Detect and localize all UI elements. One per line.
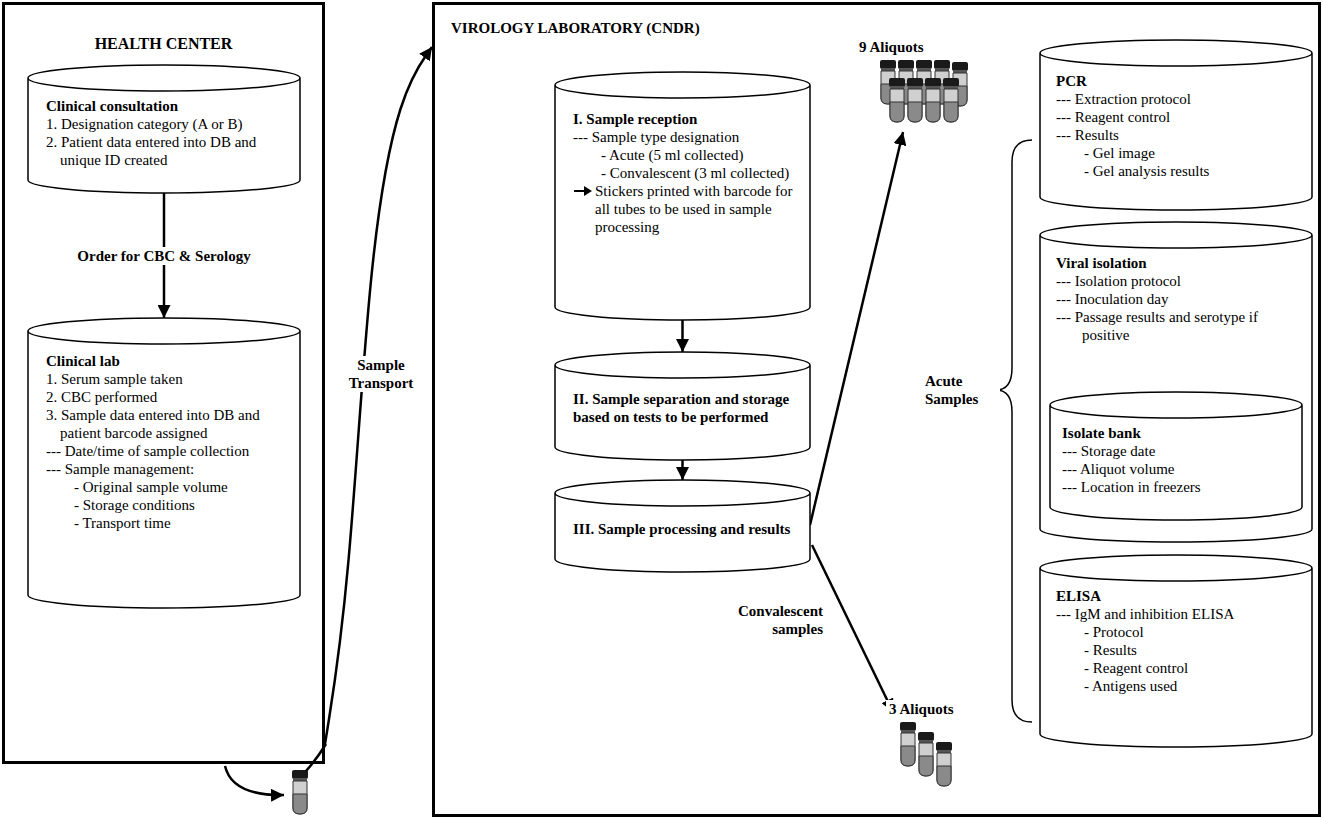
process-cylinder: II. Sample separation and storage based … (555, 352, 810, 460)
node-text: --- Date/time of sample collection (46, 442, 286, 460)
process-cylinder: ELISA--- IgM and inhibition ELISA- Proto… (1040, 555, 1312, 747)
node-text: 2. CBC performed (46, 388, 286, 406)
node-text: 2. Patient data entered into DB and uniq… (46, 133, 286, 169)
process-cylinder: Isolate bank--- Storage date--- Aliquot … (1050, 392, 1302, 520)
node-heading: Clinical lab (46, 352, 286, 370)
node-heading: III. Sample processing and results (573, 520, 796, 538)
annotation-label: Convalescent samples (716, 602, 826, 638)
aliquot-tubes (900, 722, 952, 786)
node-text: --- Results (1056, 126, 1300, 144)
node-text: Stickers printed with barcode for all tu… (573, 182, 796, 236)
node-heading: I. Sample reception (573, 110, 796, 128)
node-heading: II. Sample separation and storage based … (573, 390, 796, 426)
node-text: --- Location in freezers (1062, 478, 1292, 496)
node-text: 3. Sample data entered into DB and patie… (46, 406, 286, 442)
node-text: - Acute (5 ml collected) (573, 146, 796, 164)
panel-box: VIROLOGY LABORATORY (CNDR) I. Sample rece… (432, 2, 1321, 817)
edge-label: Sample Transport (336, 356, 426, 392)
node-text: --- IgM and inhibition ELISA (1056, 605, 1300, 623)
node-text: --- Aliquot volume (1062, 460, 1292, 478)
to-tube-arrow (225, 766, 284, 795)
annotation-label: 3 Aliquots (886, 700, 957, 718)
panel-box: HEALTH CENTER Clinical consultation1. Des… (2, 2, 325, 764)
node-text: --- Sample type designation (573, 128, 796, 146)
node-heading: PCR (1056, 72, 1300, 90)
node-text: --- Reagent control (1056, 108, 1300, 126)
node-text: --- Inoculation day (1056, 290, 1300, 308)
cylinder-outline (1040, 555, 1312, 747)
acute-arrow (810, 132, 903, 525)
node-text: --- Storage date (1062, 442, 1292, 460)
edge-label: Order for CBC & Serology (74, 247, 253, 265)
node-text: - Gel image (1056, 144, 1300, 162)
process-cylinder: PCR--- Extraction protocol--- Reagent co… (1040, 40, 1312, 210)
process-cylinder: Clinical lab1. Serum sample taken2. CBC … (28, 318, 300, 608)
node-text: - Results (1056, 641, 1300, 659)
node-text: - Convalescent (3 ml collected) (573, 164, 796, 182)
node-heading: Isolate bank (1062, 424, 1292, 442)
node-heading: ELISA (1056, 587, 1300, 605)
sample-tube (292, 770, 308, 814)
curly-brace (996, 140, 1032, 722)
node-text: 1. Designation category (A or B) (46, 115, 286, 133)
node-text: - Storage conditions (46, 496, 286, 514)
annotation-label: 9 Aliquots (856, 38, 927, 56)
process-cylinder: I. Sample reception--- Sample type desig… (555, 72, 810, 320)
process-cylinder: III. Sample processing and results (555, 480, 810, 572)
node-text: --- Passage results and serotype if posi… (1056, 308, 1300, 344)
flow-arrow (681, 460, 684, 480)
node-heading: HEALTH CENTER (15, 35, 312, 53)
node-text: --- Isolation protocol (1056, 272, 1300, 290)
node-heading: VIROLOGY LABORATORY (CNDR) (451, 19, 1308, 37)
node-text: 1. Serum sample taken (46, 370, 286, 388)
process-cylinder: Viral isolation--- Isolation protocol---… (1040, 222, 1312, 542)
node-text: - Transport time (46, 514, 286, 532)
aliquot-tubes (880, 60, 968, 122)
node-text: --- Extraction protocol (1056, 90, 1300, 108)
node-text: - Protocol (1056, 623, 1300, 641)
node-heading: Viral isolation (1056, 254, 1300, 272)
node-text: --- Sample management: (46, 460, 286, 478)
annotation-label: Acute Samples (922, 372, 1000, 408)
process-cylinder: Clinical consultation1. Designation cate… (28, 65, 300, 193)
node-heading: Clinical consultation (46, 97, 286, 115)
node-text: - Original sample volume (46, 478, 286, 496)
node-text: - Reagent control (1056, 659, 1300, 677)
node-text: - Gel analysis results (1056, 162, 1300, 180)
flow-arrow (681, 320, 684, 352)
node-text: - Antigens used (1056, 677, 1300, 695)
flow-arrow (325, 47, 432, 744)
